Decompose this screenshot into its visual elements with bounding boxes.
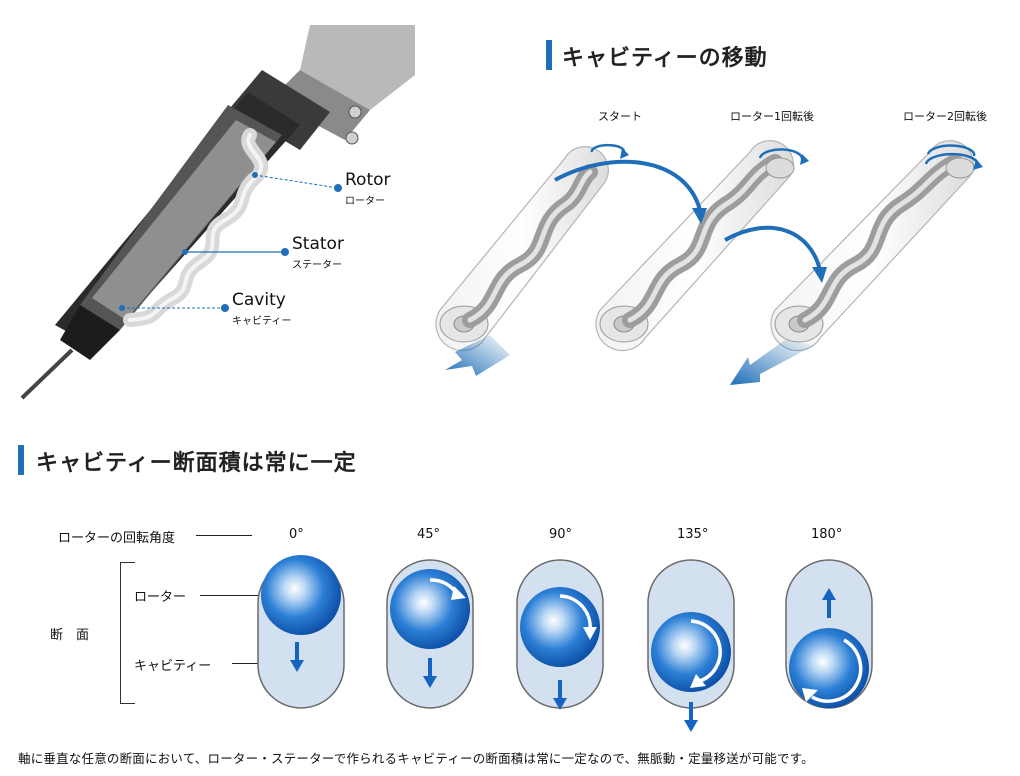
cavity-callout-label: Cavity xyxy=(232,290,286,310)
rotor-callout-dot xyxy=(334,184,342,192)
discharge-arrow-1-icon xyxy=(445,335,510,376)
section-180-deg xyxy=(785,559,873,709)
rotation-arrow-two-icon xyxy=(926,144,976,157)
rotor-callout-jp: ローター xyxy=(345,196,385,207)
section-marker xyxy=(546,40,552,70)
footnote: 軸に垂直な任意の断面において、ローター・ステーターで作られるキャビティーの断面積… xyxy=(18,751,814,766)
area-section-title: キャビティー断面積は常に一定 xyxy=(36,451,357,476)
section-45-deg xyxy=(386,559,474,709)
angle-135: 135° xyxy=(677,527,709,542)
tube-after-two-rotations xyxy=(770,140,975,352)
angle-0: 0° xyxy=(289,527,304,542)
cross-section-diagrams xyxy=(257,555,873,732)
section-0-deg xyxy=(257,555,345,709)
tube-start xyxy=(435,146,609,352)
rotor-ball xyxy=(261,555,341,635)
rotor-row-label: ローター xyxy=(134,590,187,605)
rotor-leader xyxy=(200,595,264,596)
rotor-ball xyxy=(789,628,869,708)
stator-callout-label: Stator xyxy=(292,234,344,254)
rotor-callout-label: Rotor xyxy=(345,170,391,190)
section-135-deg xyxy=(647,559,735,732)
transfer-arrow-1-icon xyxy=(554,159,702,211)
rotation-angle-label: ローターの回転角度 xyxy=(58,531,176,546)
stage-label-one-rotation: ローター1回転後 xyxy=(730,110,814,123)
cross-section-label: 断 面 xyxy=(50,628,90,643)
pump-cutaway-illustration xyxy=(20,25,415,400)
stator-callout-jp: ステーター xyxy=(292,260,342,271)
rotation-angle-leader xyxy=(196,535,252,536)
movement-section-title: キャビティーの移動 xyxy=(562,46,768,71)
cavity-callout-jp: キャビティー xyxy=(232,316,292,327)
tube-after-one-rotation xyxy=(595,140,795,352)
stage-label-two-rotations: ローター2回転後 xyxy=(903,110,987,123)
cavity-callout-dot xyxy=(221,304,229,312)
rotation-arrow-one-icon xyxy=(758,148,804,161)
section-marker-2 xyxy=(18,445,24,475)
angle-90: 90° xyxy=(549,527,573,542)
cavity-row-label: キャビティー xyxy=(134,659,212,674)
angle-45: 45° xyxy=(417,527,441,542)
cavity-leader xyxy=(232,663,264,664)
transfer-arrow-2-icon xyxy=(724,225,822,271)
angle-180: 180° xyxy=(811,527,843,542)
cross-section-bracket xyxy=(120,562,135,704)
rotor-ball xyxy=(520,587,600,667)
stator-callout-dot xyxy=(281,248,289,256)
rotor-ball xyxy=(390,569,470,649)
cavity-movement-diagram xyxy=(435,140,983,385)
section-90-deg xyxy=(516,559,604,710)
stage-label-start: スタート xyxy=(598,110,642,123)
